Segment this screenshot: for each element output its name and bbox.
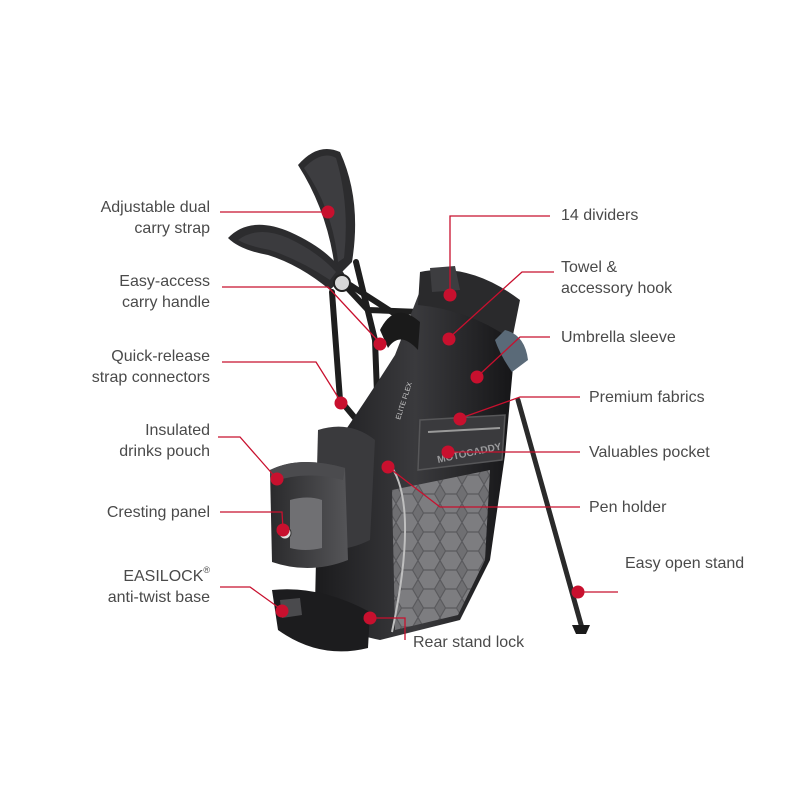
label-14-dividers: 14 dividers bbox=[561, 207, 639, 224]
label-valuables-pocket: Valuables pocket bbox=[589, 444, 710, 461]
label-umbrella-sleeve: Umbrella sleeve bbox=[561, 329, 676, 346]
strap-connector-badge bbox=[333, 274, 351, 292]
callout-line-strap-connectors bbox=[222, 361, 342, 403]
callout-line-14-dividers bbox=[449, 215, 550, 294]
umbrella-sleeve-shape bbox=[495, 330, 528, 372]
dot-premium-fabrics bbox=[453, 412, 467, 426]
callout-line-cresting-panel bbox=[220, 511, 284, 530]
divider-top bbox=[430, 266, 460, 292]
label-quick-release-strap-connectors: Quick-release strap connectors bbox=[91, 348, 210, 386]
cresting-panel-shape bbox=[290, 497, 322, 550]
label-rear-stand-lock: Rear stand lock bbox=[413, 634, 525, 651]
dot-cresting-panel bbox=[276, 523, 290, 537]
dot-strap-connectors bbox=[334, 396, 348, 410]
callout-line-easilock bbox=[220, 586, 283, 611]
dot-14-dividers bbox=[443, 288, 457, 302]
callout-line-carry-handle bbox=[222, 286, 381, 344]
callouts bbox=[218, 209, 618, 640]
bag-body: MOTOCADDY ELITE FLEX bbox=[315, 266, 528, 640]
label-easy-open-stand: Easy open stand bbox=[625, 555, 745, 572]
bag-base bbox=[272, 589, 370, 652]
dot-valuables-pocket bbox=[441, 445, 455, 459]
label-pen-holder: Pen holder bbox=[589, 499, 667, 516]
callout-line-premium-fabrics bbox=[460, 396, 580, 419]
dot-dual-carry-strap bbox=[321, 205, 335, 219]
label-premium-fabrics: Premium fabrics bbox=[589, 389, 705, 406]
callout-line-rear-stand-lock bbox=[370, 617, 406, 640]
shoulder-strap-lower bbox=[228, 224, 345, 290]
callout-line-pen-holder bbox=[387, 466, 580, 508]
callout-dots bbox=[270, 205, 585, 625]
label-easy-access-carry-handle: Easy-access carry handle bbox=[119, 273, 210, 311]
dot-easy-open-stand bbox=[571, 585, 585, 599]
dot-towel-hook bbox=[442, 332, 456, 346]
golf-bag: MOTOCADDY ELITE FLEX bbox=[228, 148, 590, 652]
label-adjustable-dual-carry-strap: Adjustable dual carry strap bbox=[100, 199, 210, 237]
dot-pen-holder bbox=[381, 460, 395, 474]
dot-rear-stand-lock bbox=[363, 611, 377, 625]
callout-line-drinks-pouch bbox=[218, 436, 277, 479]
dot-carry-handle bbox=[373, 337, 387, 351]
dot-drinks-pouch bbox=[270, 472, 284, 486]
label-easilock-base: EASILOCK® anti-twist base bbox=[107, 565, 210, 607]
label-towel-accessory-hook: Towel & accessory hook bbox=[561, 259, 673, 297]
callout-line-towel-hook bbox=[448, 271, 554, 339]
dot-easilock bbox=[275, 604, 289, 618]
hex-panel bbox=[392, 470, 490, 630]
callout-line-dual-carry-strap bbox=[220, 209, 329, 213]
label-insulated-drinks-pouch: Insulated drinks pouch bbox=[119, 422, 210, 460]
dot-umbrella-sleeve bbox=[470, 370, 484, 384]
callout-line-umbrella-sleeve bbox=[477, 336, 550, 377]
drinks-pouch bbox=[270, 461, 348, 569]
label-cresting-panel: Cresting panel bbox=[106, 504, 210, 521]
